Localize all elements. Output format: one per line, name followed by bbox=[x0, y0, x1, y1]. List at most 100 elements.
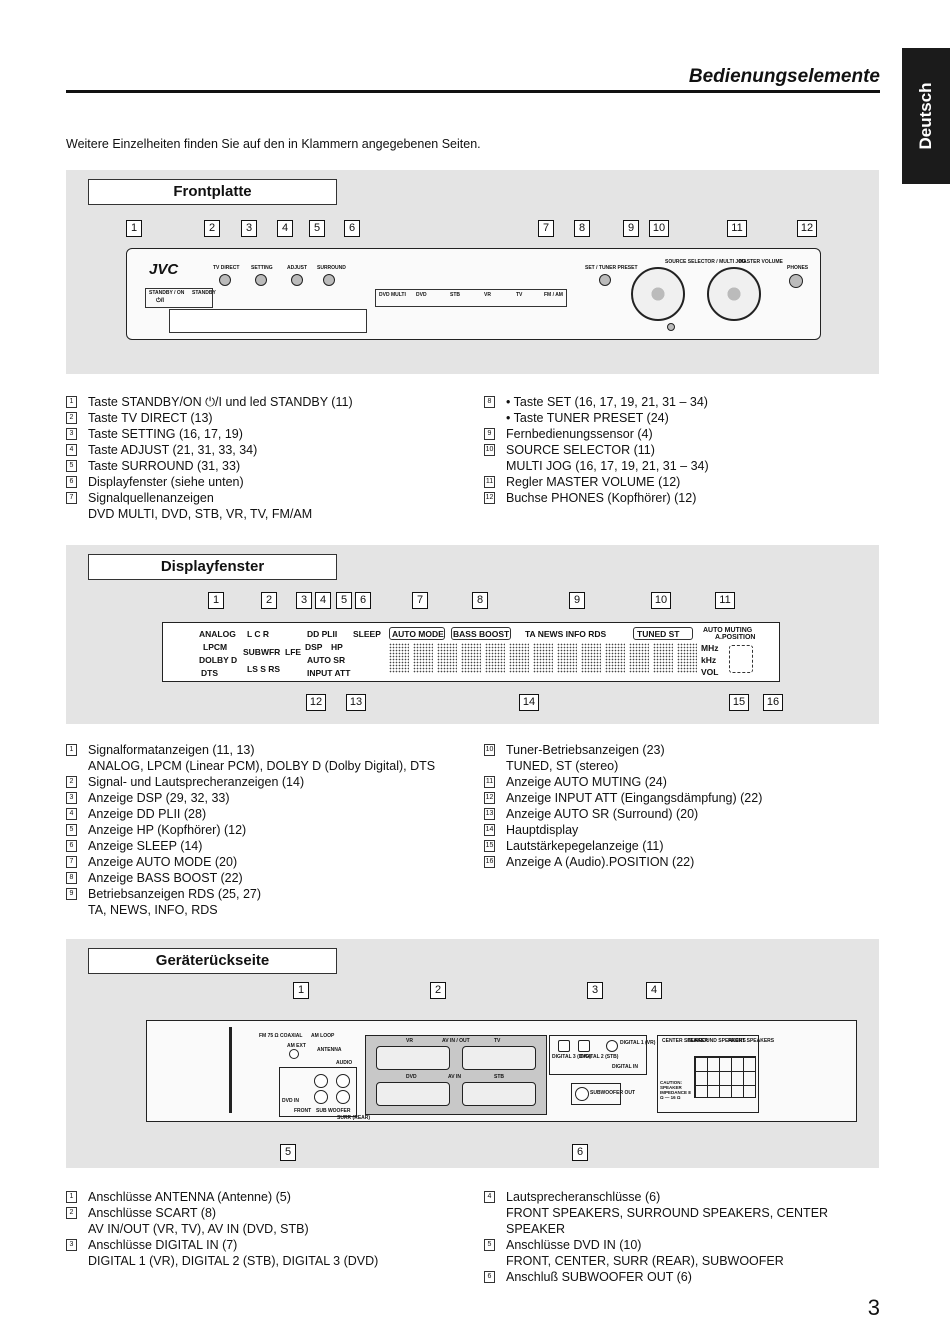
set-tuner-preset-button[interactable] bbox=[599, 274, 611, 286]
source-tv: TV bbox=[516, 292, 523, 298]
callout-11: 11 bbox=[715, 592, 735, 609]
callout-2: 2 bbox=[261, 592, 277, 609]
tv-direct-label: TV DIRECT bbox=[213, 265, 240, 271]
source-stb: STB bbox=[450, 292, 460, 298]
rca-surr-l-jack[interactable] bbox=[336, 1074, 350, 1088]
dot-matrix-char bbox=[413, 643, 433, 673]
language-tab-label: Deutsch bbox=[916, 82, 935, 150]
caution-label: CAUTION: SPEAKER IMPEDANCE 8 Ω — 16 Ω bbox=[660, 1080, 691, 1100]
lcd-bass-boost-box bbox=[451, 627, 511, 640]
rear-panel-figure: Geräterückseite 1 2 3 4 5 6 FM 75 Ω COAX… bbox=[66, 939, 879, 1168]
rca-subwoofer-jack[interactable] bbox=[314, 1090, 328, 1104]
digital2-jack[interactable] bbox=[578, 1040, 590, 1052]
scart-stb-label: STB bbox=[494, 1074, 504, 1080]
digital-in-label: DIGITAL IN bbox=[612, 1064, 638, 1070]
speaker-terminals[interactable] bbox=[694, 1056, 756, 1098]
phones-jack[interactable] bbox=[789, 274, 803, 288]
rca-surr-r-jack[interactable] bbox=[336, 1090, 350, 1104]
scart-dvd-connector[interactable] bbox=[376, 1082, 450, 1106]
source-dvd: DVD bbox=[416, 292, 427, 298]
center-speaker-label: CENTER SPEAKER bbox=[662, 1038, 709, 1044]
lcd-auto-muting: AUTO MUTING bbox=[703, 627, 753, 634]
display-panel-title: Displayfenster bbox=[88, 554, 337, 580]
scart-tv-label: TV bbox=[494, 1038, 501, 1044]
lcd-bass-boost: BASS BOOST bbox=[453, 629, 510, 639]
callout-10: 10 bbox=[651, 592, 671, 609]
dvd-in-label: DVD IN bbox=[282, 1098, 299, 1104]
list-item: 8• Taste SET (16, 17, 19, 21, 31 – 34)• … bbox=[484, 394, 864, 426]
master-volume-knob[interactable] bbox=[707, 267, 761, 321]
dot-matrix-char bbox=[485, 643, 505, 673]
power-icon[interactable]: ⏻/I bbox=[156, 298, 165, 304]
intro-text: Weitere Einzelheiten finden Sie auf den … bbox=[66, 137, 481, 151]
callout-12: 12 bbox=[306, 694, 326, 711]
language-tab: Deutsch bbox=[902, 48, 950, 184]
dot-matrix-char bbox=[605, 643, 625, 673]
scart-tv-connector[interactable] bbox=[462, 1046, 536, 1070]
dot-matrix-char bbox=[461, 643, 481, 673]
callout-11: 11 bbox=[727, 220, 747, 237]
av-in-label: AV IN bbox=[448, 1074, 461, 1080]
display-window-figure: Displayfenster 1 2 3 4 5 6 7 8 9 10 11 1… bbox=[66, 545, 879, 724]
dvd-in-block: AUDIO DVD IN FRONT SUB WOOFER bbox=[279, 1060, 357, 1117]
lcd-lfe: LFE bbox=[285, 647, 302, 657]
dot-matrix-char bbox=[557, 643, 577, 673]
fm-antenna-jack[interactable] bbox=[289, 1049, 299, 1059]
source-indicator-strip: DVD MULTI DVD STB VR TV FM / AM bbox=[375, 289, 567, 307]
dot-matrix-char bbox=[509, 643, 529, 673]
standby-label: STANDBY bbox=[192, 290, 216, 296]
callout-9: 9 bbox=[623, 220, 639, 237]
digital3-jack[interactable] bbox=[558, 1040, 570, 1052]
lcd-dsp: DSP bbox=[305, 642, 323, 652]
header-rule bbox=[66, 90, 880, 93]
callout-5: 5 bbox=[309, 220, 325, 237]
callout-16: 16 bbox=[763, 694, 783, 711]
digital3-label: DIGITAL 3 (DVD) bbox=[552, 1054, 591, 1060]
adjust-button[interactable] bbox=[291, 274, 303, 286]
surround-button[interactable] bbox=[323, 274, 335, 286]
callout-13: 13 bbox=[346, 694, 366, 711]
surround-label: SURROUND bbox=[317, 265, 346, 271]
subwoofer-out-jack[interactable] bbox=[575, 1087, 589, 1101]
lcd-analog: ANALOG bbox=[199, 629, 236, 639]
callout-6: 6 bbox=[355, 592, 371, 609]
scart-vr-connector[interactable] bbox=[376, 1046, 450, 1070]
adjust-label: ADJUST bbox=[287, 265, 308, 271]
lcd-input-att: INPUT ATT bbox=[307, 668, 351, 678]
callout-7: 7 bbox=[412, 592, 428, 609]
callout-14: 14 bbox=[519, 694, 539, 711]
lcd-hp: HP bbox=[331, 642, 343, 652]
callout-2: 2 bbox=[204, 220, 220, 237]
callout-1: 1 bbox=[293, 982, 309, 999]
scart-stb-connector[interactable] bbox=[462, 1082, 536, 1106]
scart-vr-label: VR bbox=[406, 1038, 413, 1044]
callout-4: 4 bbox=[277, 220, 293, 237]
setting-button[interactable] bbox=[255, 274, 267, 286]
tv-direct-button[interactable] bbox=[219, 274, 231, 286]
callout-3: 3 bbox=[241, 220, 257, 237]
master-volume-label: MASTER VOLUME bbox=[739, 259, 783, 265]
source-dvd-multi: DVD MULTI bbox=[379, 292, 406, 298]
source-selector-knob[interactable] bbox=[631, 267, 685, 321]
callout-4: 4 bbox=[646, 982, 662, 999]
rca-center-jack[interactable] bbox=[314, 1074, 328, 1088]
digital1-jack[interactable] bbox=[606, 1040, 618, 1052]
lcd-auto-mode: AUTO MODE bbox=[392, 629, 444, 639]
callout-6: 6 bbox=[344, 220, 360, 237]
